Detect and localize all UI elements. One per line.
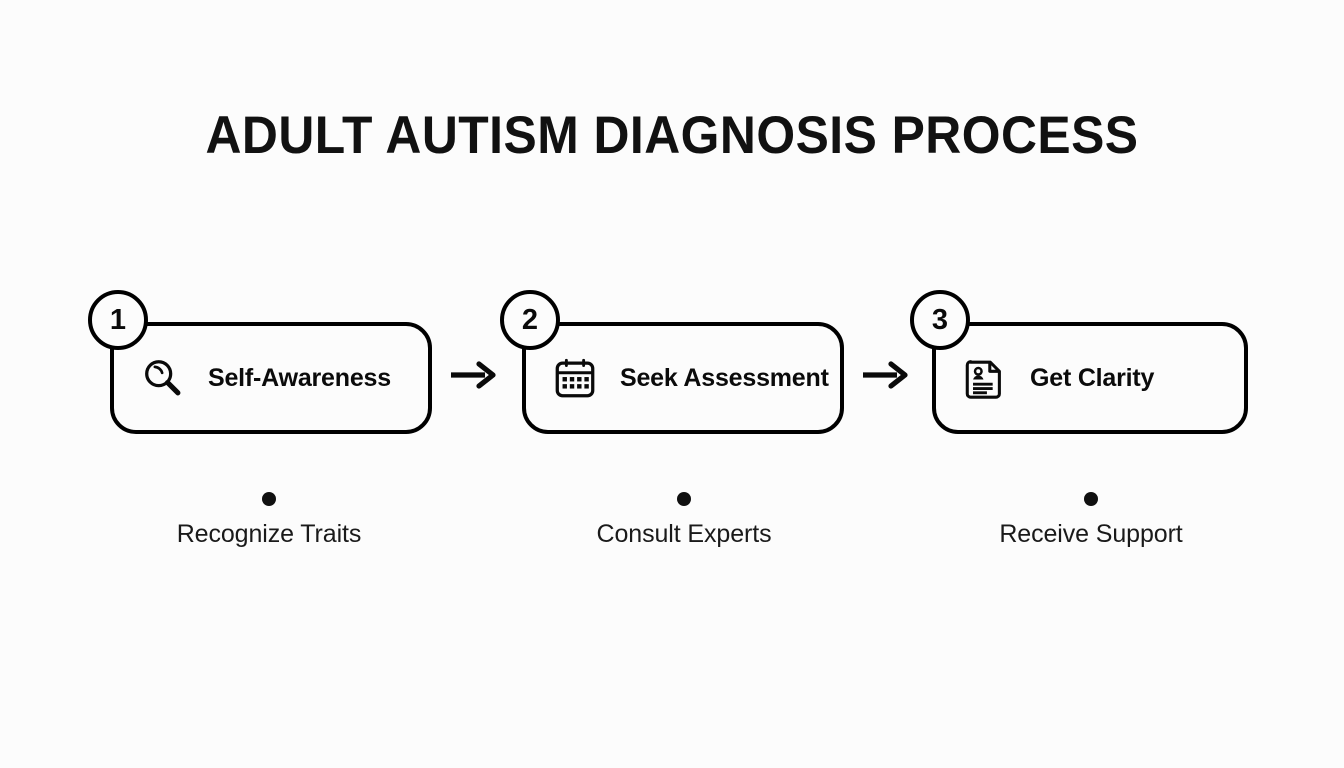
caption-item-3: Receive Support bbox=[931, 486, 1251, 549]
caption-item-1: Recognize Traits bbox=[109, 486, 429, 549]
step-card-3[interactable]: Get Clarity bbox=[932, 322, 1248, 434]
caption-text-2: Consult Experts bbox=[596, 520, 772, 548]
magnifier-icon bbox=[145, 360, 181, 396]
process-step-1[interactable]: Self-Awareness 1 bbox=[88, 290, 432, 440]
step-number-badge-3: 3 bbox=[910, 290, 970, 350]
process-flow: Self-Awareness 1 bbox=[0, 290, 1344, 450]
bullet-dot-icon bbox=[677, 492, 691, 506]
step-label-1: Self-Awareness bbox=[208, 363, 391, 392]
bullet-dot-icon bbox=[1084, 492, 1098, 506]
step-card-2[interactable]: Seek Assessment bbox=[522, 322, 844, 434]
step-card-1[interactable]: Self-Awareness bbox=[110, 322, 432, 434]
step-label-2: Seek Assessment bbox=[620, 363, 829, 392]
caption-text-1: Recognize Traits bbox=[176, 520, 362, 548]
arrow-right-icon bbox=[451, 361, 496, 389]
caption-item-2: Consult Experts bbox=[524, 486, 844, 549]
calendar-icon bbox=[555, 358, 595, 398]
page-title: ADULT AUTISM DIAGNOSIS PROCESS bbox=[205, 106, 1139, 165]
caption-text-3: Receive Support bbox=[999, 520, 1183, 548]
document-profile-icon bbox=[965, 360, 1001, 399]
process-step-3[interactable]: Get Clarity 3 bbox=[910, 290, 1248, 440]
arrow-right-icon bbox=[863, 361, 908, 389]
caption-row: Recognize Traits Consult Experts Receive… bbox=[0, 486, 1344, 576]
step-number-badge-2: 2 bbox=[500, 290, 560, 350]
bullet-dot-icon bbox=[262, 492, 276, 506]
process-step-2[interactable]: Seek Assessment 2 bbox=[500, 290, 844, 440]
step-number-badge-1: 1 bbox=[88, 290, 148, 350]
step-label-3: Get Clarity bbox=[1030, 363, 1155, 392]
